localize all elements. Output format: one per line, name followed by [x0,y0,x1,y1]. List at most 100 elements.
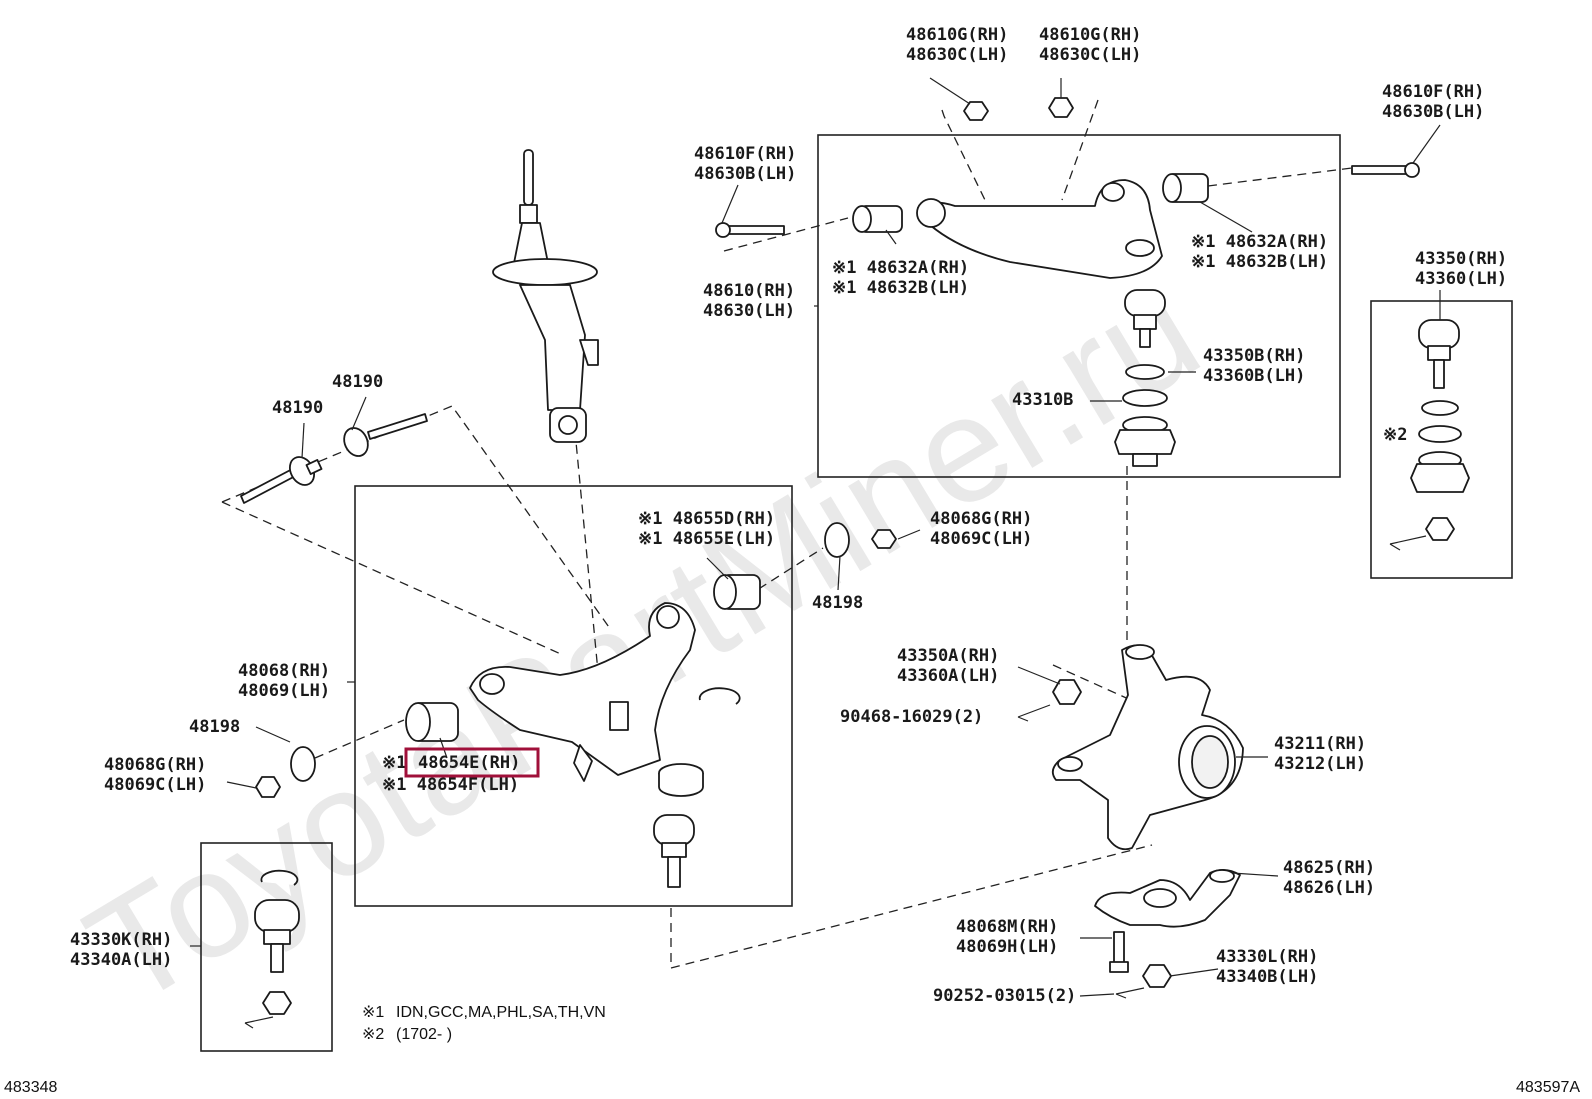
lower-arm-box [354,485,793,907]
label-lower-nut-l-rh: 48068G(RH) [104,755,206,775]
upper-bolt-left [715,222,785,238]
label-upper-balljoint-rh: 43350B(RH) [1203,346,1305,366]
label-lower-bushing-d-lh: ※1 48655E(LH) [638,529,775,549]
note1-text: IDN,GCC,MA,PHL,SA,TH,VN [396,1004,606,1021]
bracket-nut [1142,964,1172,988]
label-upper-bushing-l-rh: ※1 48632A(RH) [832,258,969,278]
label-lower-bushing-d-rh: ※1 48655D(RH) [638,509,775,529]
lbj-cotter-pin [244,1016,274,1029]
upper-bushing-right [1162,173,1209,203]
label-lower-bushing-e-rh: 48654E(RH) [418,753,520,773]
label-cam-bolt-a: 48190 [272,398,323,418]
diagram-id-left: 483348 [4,1079,57,1096]
lower-balljoint-in-box [653,814,695,888]
lbj-snap-ring [260,869,299,886]
label-bracket-bolt-lh: 48069H(LH) [956,937,1058,957]
knuckle-nut [1052,679,1082,705]
lower-bushing-d [713,574,761,610]
lower-washer-left [290,746,316,782]
label-upper-bolt-r-lh: 48630B(LH) [1382,102,1484,122]
label-upper-bolt-l-rh: 48610F(RH) [694,144,796,164]
label-lower-bushing-e-prefix: ※1 [382,753,406,773]
label-washer-l: 48198 [189,717,240,737]
diagram-id-right: 483597A [1516,1079,1580,1096]
lbj-balljoint [254,899,300,973]
lower-nut-left [255,776,281,798]
label-knuckle-nut-lh: 43360A(LH) [897,666,999,686]
lower-snap-ring [698,687,741,705]
lower-bushing-e [405,702,459,742]
label-knuckle-nut-rh: 43350A(RH) [897,646,999,666]
label-lower-balljoint-lh: 43340A(LH) [70,950,172,970]
label-cam-bolt-b: 48190 [332,372,383,392]
label-lower-arm-lh: 48069(LH) [238,681,330,701]
side-snap-ring [1421,400,1459,416]
label-cotter-pin-a: 90468-16029(2) [840,707,983,727]
label-upper-arm-lh: 48630(LH) [703,301,795,321]
label-cotter-pin-b: 90252-03015(2) [933,986,1076,1006]
label-upper-balljoint-lh: 43360B(LH) [1203,366,1305,386]
side-boot [1410,451,1470,493]
label-upper-nut-a-rh: 48610G(RH) [906,25,1008,45]
side-balljoint [1418,319,1460,389]
label-lower-balljoint-rh: 43330K(RH) [70,930,172,950]
lower-washer-right [824,522,850,558]
cam-bolt-b [343,413,428,457]
label-bracket-nut-lh: 43340B(LH) [1216,967,1318,987]
part-labels: 48610G(RH) 48630C(LH) 48610G(RH) 48630C(… [70,25,1507,1006]
label-side-balljoint-lh: 43360(LH) [1415,269,1507,289]
knuckle-cotter-pin [1017,704,1051,722]
bracket-bolt [1109,931,1129,973]
arm-bracket [1094,869,1241,928]
label-upper-arm-rh: 48610(RH) [703,281,795,301]
label-upper-boot: 43310B [1012,390,1073,410]
label-arm-bracket-lh: 48626(LH) [1283,878,1375,898]
side-balljoint-box [1370,300,1513,579]
lower-control-arm [469,602,696,782]
upper-balljoint [1124,289,1166,348]
upper-bushing-left [852,205,903,233]
label-upper-bolt-l-lh: 48630B(LH) [694,164,796,184]
upper-nut-b [1048,97,1074,118]
side-ring [1418,425,1462,443]
label-bracket-bolt-rh: 48068M(RH) [956,917,1058,937]
lbj-nut [262,991,292,1015]
label-side-note2: ※2 [1383,425,1407,445]
upper-nut-a [963,101,989,121]
note1-mark: ※1 [362,1004,384,1021]
label-side-balljoint-rh: 43350(RH) [1415,249,1507,269]
label-knuckle-rh: 43211(RH) [1274,734,1366,754]
label-lower-nut-g-rh: 48068G(RH) [930,509,1032,529]
label-upper-bushing-l-lh: ※1 48632B(LH) [832,278,969,298]
label-knuckle-lh: 43212(LH) [1274,754,1366,774]
label-lower-nut-g-lh: 48069C(LH) [930,529,1032,549]
lower-nut-right [871,529,897,549]
selected-part-highlight[interactable] [404,747,540,778]
upper-ring [1122,389,1168,407]
side-nut [1425,517,1455,541]
label-arm-bracket-rh: 48625(RH) [1283,858,1375,878]
side-cotter-pin [1389,535,1427,551]
label-upper-nut-b-lh: 48630C(LH) [1039,45,1141,65]
upper-boot [1114,416,1176,467]
note2-text: (1702- ) [396,1026,452,1043]
upper-snap-ring [1125,364,1165,380]
footnotes: ※1 IDN,GCC,MA,PHL,SA,TH,VN ※2 (1702- ) [362,1004,606,1043]
shock-absorber [492,149,599,443]
label-lower-bushing-e-lh: ※1 48654F(LH) [382,775,519,795]
lower-arm-ring [658,763,704,797]
label-washer-r: 48198 [812,593,863,613]
label-upper-nut-a-lh: 48630C(LH) [906,45,1008,65]
label-lower-arm-rh: 48068(RH) [238,661,330,681]
label-upper-bushing-r-lh: ※1 48632B(LH) [1191,252,1328,272]
label-lower-nut-l-lh: 48069C(LH) [104,775,206,795]
upper-control-arm [916,179,1163,279]
label-bracket-nut-rh: 43330L(RH) [1216,947,1318,967]
label-upper-bushing-r-rh: ※1 48632A(RH) [1191,232,1328,252]
upper-bolt-right [1351,162,1420,178]
label-upper-bolt-r-rh: 48610F(RH) [1382,82,1484,102]
steering-knuckle [1051,644,1244,851]
lower-balljoint-box [200,842,333,1052]
bracket-cotter-pin [1115,987,1145,999]
